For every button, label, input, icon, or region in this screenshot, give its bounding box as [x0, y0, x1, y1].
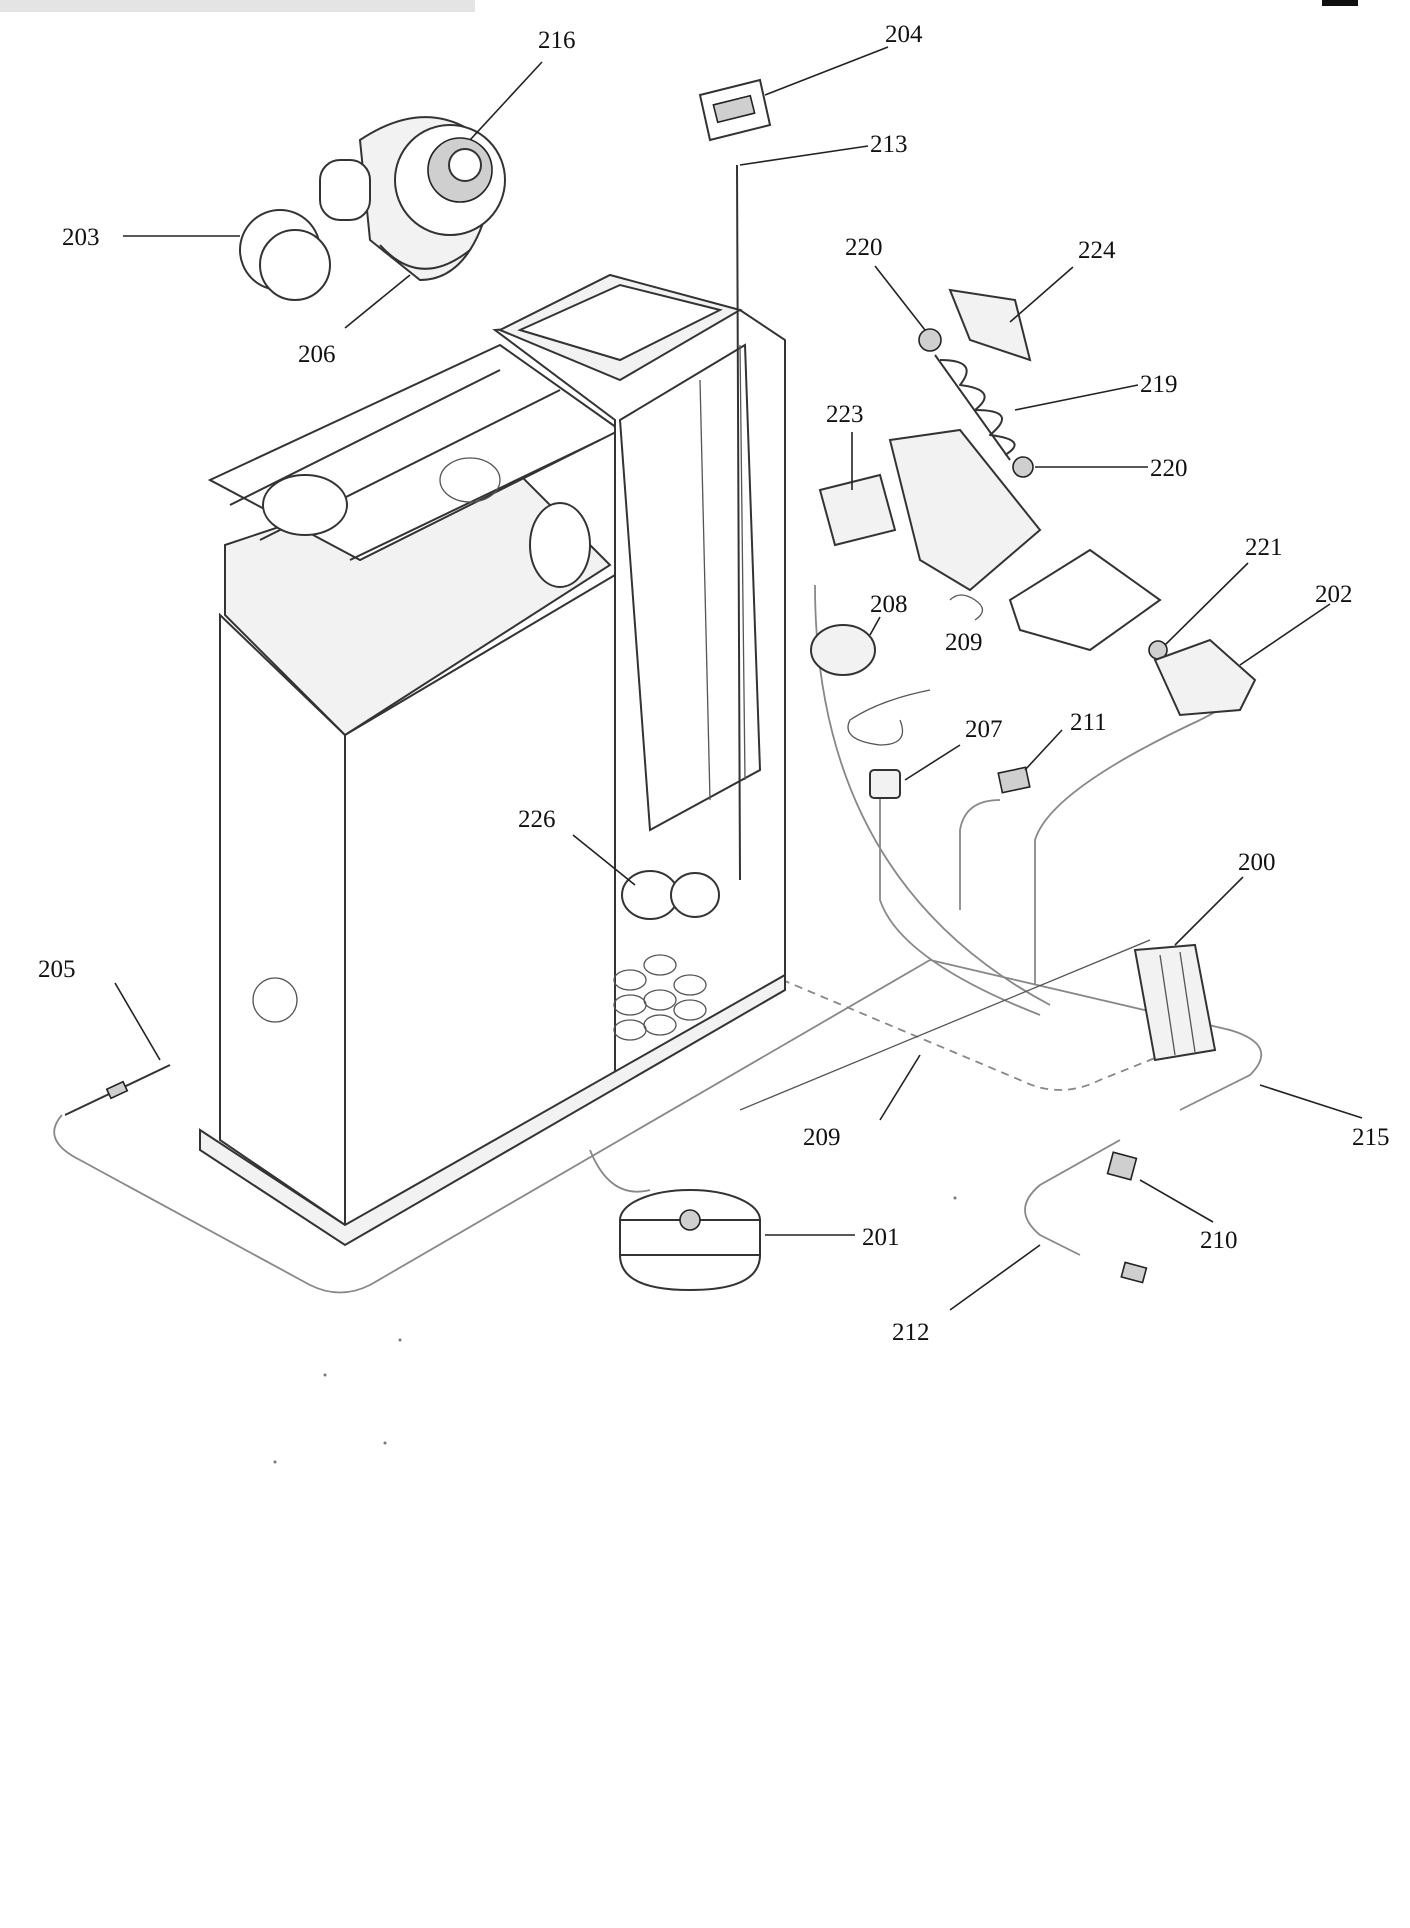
leader-lines: [114, 46, 1363, 1311]
duct-elbow-203: [239, 159, 371, 301]
flue-pipe-left: [262, 474, 348, 536]
label-204: 204: [885, 21, 923, 48]
label-212: 212: [892, 1319, 930, 1346]
label-205: 205: [38, 956, 76, 983]
temperature-probe-205: [64, 1064, 171, 1116]
auger-219: [934, 354, 1016, 461]
igniter-ring-201: [619, 1189, 761, 1292]
control-board-200: [1133, 943, 1217, 1062]
fuse-holder-210: [1106, 1151, 1138, 1181]
hose-209-coil: [847, 689, 931, 746]
pressure-switch-208: [810, 624, 876, 676]
label-209-top: 209: [945, 629, 983, 656]
motor-plate: [1008, 548, 1162, 652]
label-213: 213: [870, 131, 908, 158]
label-216: 216: [538, 27, 576, 54]
header-strip: [0, 0, 475, 12]
label-221: 221: [1245, 534, 1283, 561]
label-211: 211: [1070, 709, 1107, 736]
sensor-207: [869, 769, 901, 799]
cable-213: [736, 164, 741, 881]
control-panel-204: [698, 78, 772, 142]
connector-211: [997, 766, 1031, 794]
label-210: 210: [1200, 1227, 1238, 1254]
label-220-top: 220: [845, 234, 883, 261]
bearing-220-bottom: [1012, 456, 1034, 478]
label-208: 208: [870, 591, 908, 618]
label-207: 207: [965, 716, 1003, 743]
label-223: 223: [826, 401, 864, 428]
label-220-bottom: 220: [1150, 455, 1188, 482]
label-226: 226: [518, 806, 556, 833]
label-215: 215: [1352, 1124, 1390, 1151]
label-201: 201: [862, 1224, 900, 1251]
label-219: 219: [1140, 371, 1178, 398]
gasket-206: [379, 244, 471, 270]
plate-223: [818, 473, 897, 547]
part-labels: 216 204 213 203 206 220 224 219 220 223 …: [38, 21, 1390, 1346]
gear-motor-202: [1153, 638, 1257, 717]
label-203: 203: [62, 224, 100, 251]
ash-holes: [613, 954, 707, 1041]
corner-mark: [1322, 0, 1358, 6]
bracket-224: [948, 288, 1032, 362]
plug-212: [1120, 1261, 1148, 1284]
blower-fan-216: [358, 116, 506, 282]
auger-housing: [888, 428, 1042, 592]
label-224: 224: [1078, 237, 1116, 264]
main-cabinet: [199, 273, 786, 1247]
flue-pipe-right: [529, 502, 591, 588]
label-206: 206: [298, 341, 336, 368]
label-202: 202: [1315, 581, 1353, 608]
label-200: 200: [1238, 849, 1276, 876]
label-209-bottom: 209: [803, 1124, 841, 1151]
bearing-220-top: [918, 328, 942, 352]
inlet-tube-226: [621, 870, 679, 920]
